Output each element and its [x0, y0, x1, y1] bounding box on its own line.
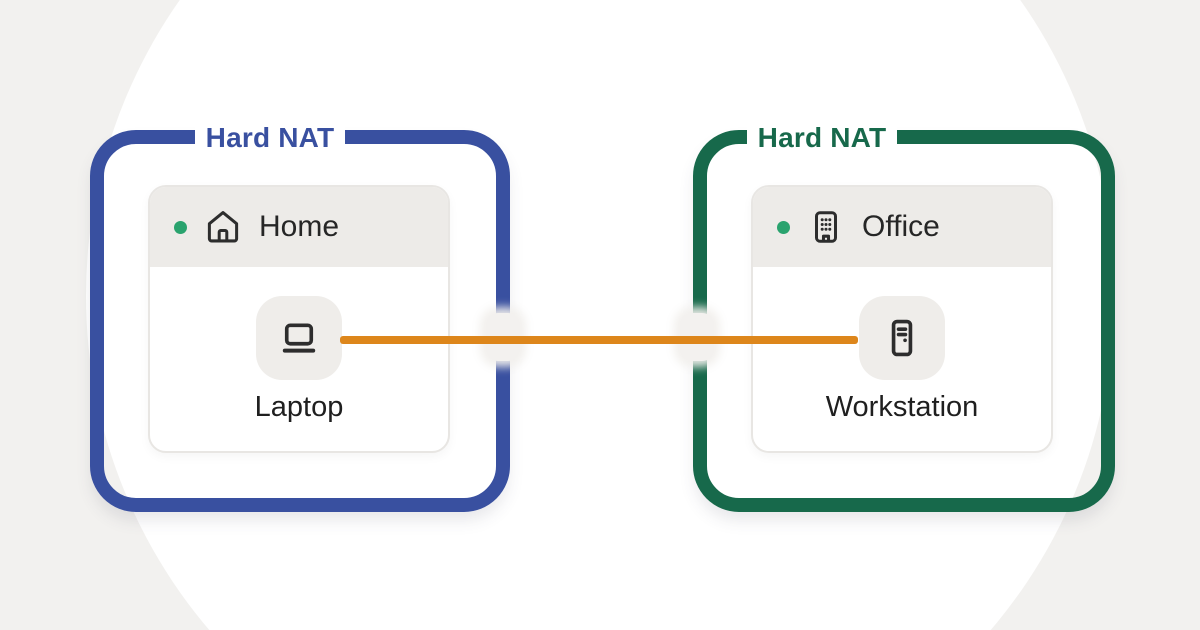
site-card-office: Office Workstation: [751, 185, 1053, 453]
site-body-office: Workstation: [753, 267, 1051, 451]
connection-line: [340, 336, 858, 344]
house-icon: [203, 207, 243, 247]
device-name: Laptop: [254, 391, 344, 423]
office-building-icon: [806, 207, 846, 247]
nat-type-label-home: Hard NAT: [195, 116, 345, 160]
site-card-home: Home Laptop: [148, 185, 450, 453]
site-body-home: Laptop: [150, 267, 448, 451]
nat-type-label-office: Hard NAT: [747, 116, 897, 160]
site-name: Office: [862, 210, 940, 243]
site-name: Home: [259, 210, 340, 243]
online-status-dot: [777, 220, 790, 234]
online-status-dot: [174, 220, 187, 234]
site-header-home: Home: [150, 187, 448, 267]
device-name: Workstation: [825, 391, 979, 423]
laptop-icon: [256, 296, 342, 380]
site-header-office: Office: [753, 187, 1051, 267]
server-tower-icon: [859, 296, 945, 380]
